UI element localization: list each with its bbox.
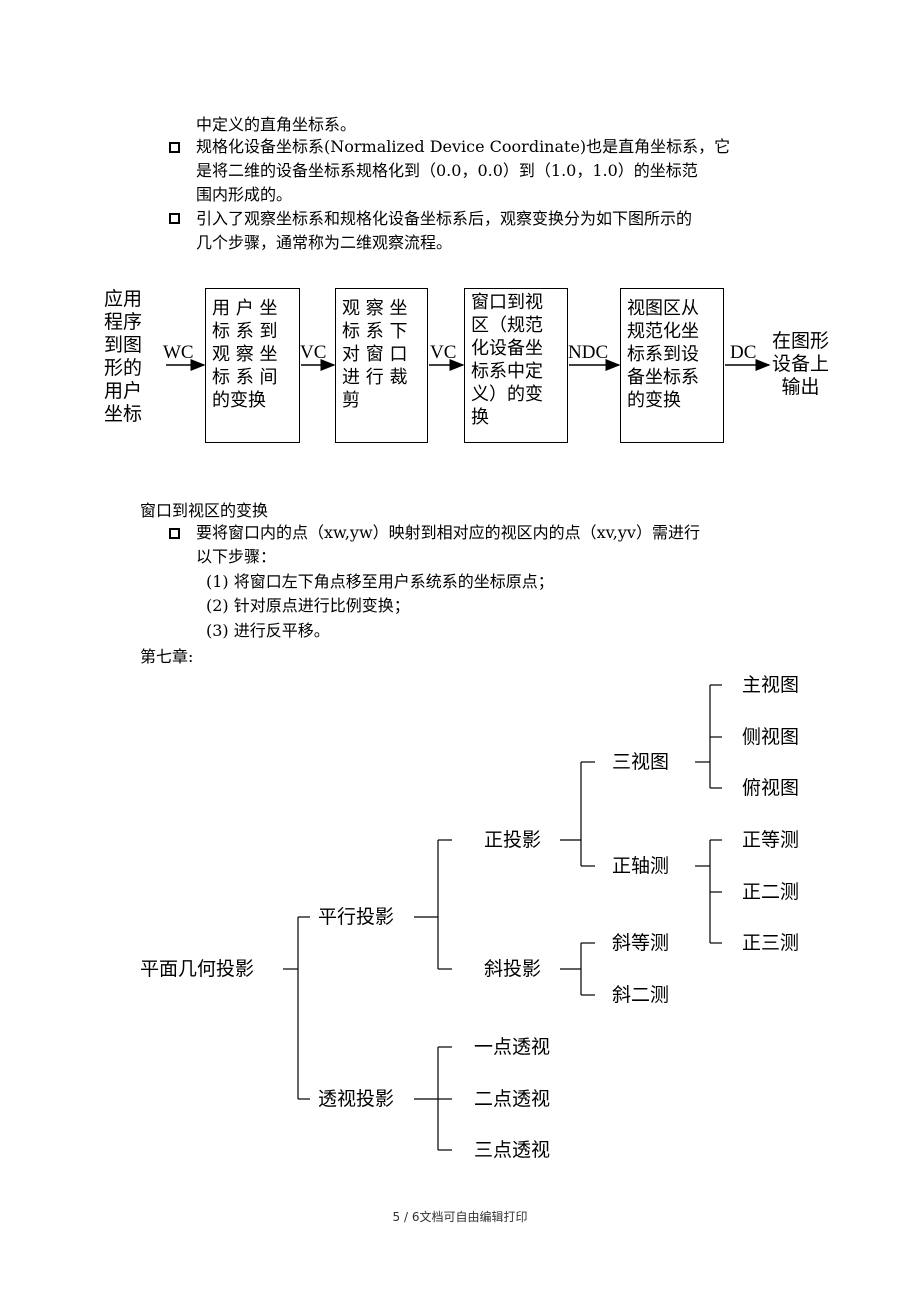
text-line: 以下步骤：: [196, 547, 277, 566]
flow-end-label: 在图形 设备上 输出: [772, 330, 830, 398]
checkbox-bullet-icon: [169, 142, 180, 153]
tree-node-three-point: 三点透视: [474, 1139, 551, 1161]
step-item: (1) 将窗口左下角点移至用户系统系的坐标原点；: [206, 572, 554, 591]
tree-node-oblique: 斜投影: [484, 958, 542, 980]
section-title: 窗口到视区的变换: [140, 501, 269, 520]
text-line: 引入了观察坐标系和规格化设备坐标系后，观察变换分为如下图所示的: [196, 209, 693, 228]
text-line: 中定义的直角坐标系。: [196, 115, 357, 134]
flow-start-label: 应用 程序 到图 形的 用户 坐标: [104, 288, 143, 425]
page-footer: 5 / 6文档可自由编辑打印: [392, 1210, 528, 1224]
flow-box-user-to-view: 用 户 坐 标 系 到 观 察 坐 标 系 间 的变换: [205, 288, 300, 443]
text-line: 要将窗口内的点（xw,yw）映射到相对应的视区内的点（xv,yv）需进行: [196, 523, 700, 542]
edge-label-vc-2: VC: [430, 342, 457, 363]
tree-node-axonometric: 正轴测: [612, 855, 670, 877]
edge-label-wc: WC: [163, 342, 194, 363]
text-line: 几个步骤，通常称为二维观察流程。: [196, 233, 453, 252]
tree-node-cavalier: 斜等测: [612, 932, 670, 954]
text-line: 是将二维的设备坐标系规格化到（0.0，0.0）到（1.0，1.0）的坐标范: [196, 161, 698, 180]
edge-label-ndc: NDC: [568, 342, 609, 363]
tree-node-cabinet: 斜二测: [612, 984, 670, 1006]
tree-node-side-view: 侧视图: [742, 726, 800, 748]
tree-node-one-point: 一点透视: [474, 1036, 551, 1058]
tree-node-two-point: 二点透视: [474, 1088, 551, 1110]
tree-node-three-view: 三视图: [612, 751, 670, 773]
text-line: 规格化设备坐标系(Normalized Device Coordinate)也是…: [196, 137, 731, 156]
step-item: (2) 针对原点进行比例变换；: [206, 596, 410, 615]
flow-box-clip: 观 察 坐 标 系 下 对 窗 口 进 行 裁 剪: [335, 288, 428, 443]
tree-node-isometric: 正等测: [742, 829, 800, 851]
tree-node-trimetric: 正三测: [742, 932, 800, 954]
edge-label-dc: DC: [730, 342, 757, 363]
tree-node-top-view: 俯视图: [742, 777, 800, 799]
checkbox-bullet-icon: [169, 528, 180, 539]
tree-node-orthographic: 正投影: [484, 829, 542, 851]
tree-node-perspective: 透视投影: [318, 1088, 395, 1110]
tree-node-main-view: 主视图: [742, 674, 800, 696]
step-item: (3) 进行反平移。: [206, 621, 330, 640]
flow-box-window-to-viewport: 窗口到视 区（规范 化设备坐 标系中定 义）的变 换: [464, 288, 568, 443]
chapter-heading: 第七章:: [140, 647, 194, 666]
flow-box-viewport-to-device: 视图区从 规范化坐 标系到设 备坐标系 的变换: [620, 288, 724, 443]
edge-label-vc-1: VC: [300, 342, 327, 363]
checkbox-bullet-icon: [169, 213, 180, 224]
tree-brackets: [283, 684, 722, 1151]
tree-node-root: 平面几何投影: [140, 958, 255, 980]
tree-node-parallel: 平行投影: [318, 906, 395, 928]
text-line: 围内形成的。: [196, 185, 293, 204]
tree-node-dimetric: 正二测: [742, 881, 800, 903]
